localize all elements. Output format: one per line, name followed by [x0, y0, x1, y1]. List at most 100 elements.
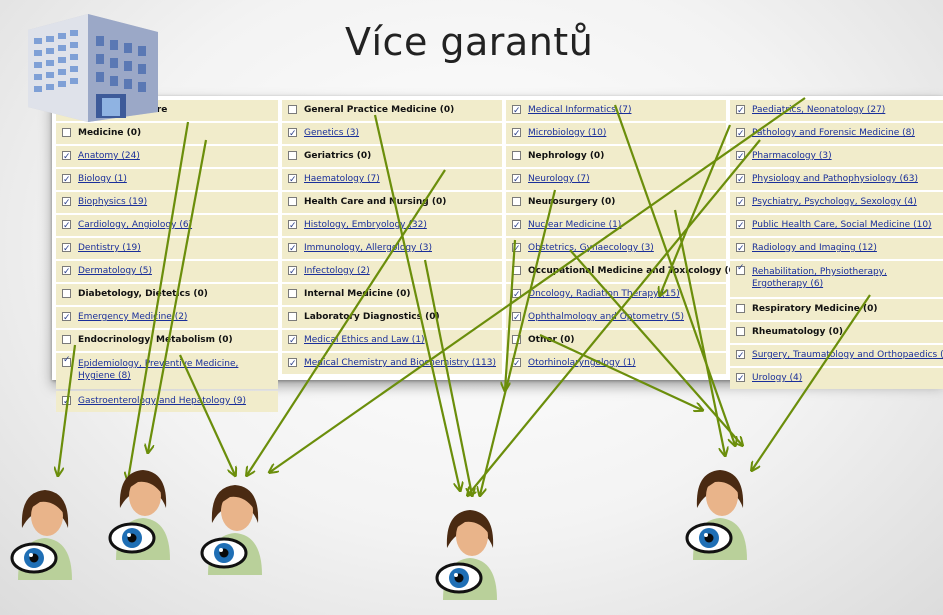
specialization-label[interactable]: Nuclear Medicine (1) — [528, 220, 622, 230]
checkbox-checked[interactable] — [736, 369, 745, 390]
specialization-item[interactable]: Diabetology, Dietetics (0) — [56, 284, 278, 305]
specialization-item[interactable]: Respiratory Medicine (0) — [730, 299, 943, 320]
specialization-label[interactable]: Radiology and Imaging (12) — [752, 243, 877, 253]
checkbox-checked[interactable] — [62, 170, 71, 191]
specialization-item[interactable]: Nuclear Medicine (1) — [506, 215, 726, 237]
specialization-label[interactable]: Epidemiology, Preventive Medicine, Hygie… — [78, 359, 239, 381]
specialization-label[interactable]: Paediatrics, Neonatology (27) — [752, 105, 886, 115]
specialization-label[interactable]: Oncology, Radiation Therapy (15) — [528, 289, 680, 299]
checkbox-unchecked[interactable] — [736, 304, 745, 313]
specialization-item[interactable]: Emergency Medicine (2) — [56, 307, 278, 329]
specialization-label[interactable]: Genetics (3) — [304, 128, 360, 138]
specialization-item[interactable]: Physiology and Pathophysiology (63) — [730, 169, 943, 191]
specialization-item[interactable]: Ophthalmology and Optometry (5) — [506, 307, 726, 329]
specialization-item[interactable]: Rehabilitation, Physiotherapy, Ergothera… — [730, 261, 943, 297]
specialization-item[interactable]: Internal Medicine (0) — [282, 284, 502, 305]
checkbox-checked[interactable] — [512, 124, 521, 145]
checkbox-unchecked[interactable] — [288, 105, 297, 114]
specialization-label[interactable]: Otorhinolaryngology (1) — [528, 358, 636, 368]
specialization-label[interactable]: Urology (4) — [752, 373, 803, 383]
specialization-item[interactable]: Surgery, Traumatology and Orthopaedics (… — [730, 345, 943, 367]
specialization-item[interactable]: Medicine (0) — [56, 123, 278, 144]
specialization-item[interactable]: Laboratory Diagnostics (0) — [282, 307, 502, 328]
checkbox-checked[interactable] — [288, 124, 297, 145]
checkbox-checked[interactable] — [736, 262, 745, 275]
specialization-label[interactable]: Anatomy (24) — [78, 151, 140, 161]
checkbox-unchecked[interactable] — [62, 335, 71, 344]
specialization-label[interactable]: Physiology and Pathophysiology (63) — [752, 174, 918, 184]
checkbox-unchecked[interactable] — [288, 151, 297, 160]
specialization-label[interactable]: Medical Ethics and Law (1) — [304, 335, 425, 345]
specialization-label[interactable]: Histology, Embryology (32) — [304, 220, 427, 230]
specialization-item[interactable]: Microbiology (10) — [506, 123, 726, 145]
checkbox-checked[interactable] — [62, 308, 71, 329]
specialization-item[interactable]: Dermatology (5) — [56, 261, 278, 283]
checkbox-checked[interactable] — [512, 170, 521, 191]
checkbox-unchecked[interactable] — [62, 289, 71, 298]
specialization-label[interactable]: Gastroenterology and Hepatology (9) — [78, 396, 246, 406]
specialization-label[interactable]: Microbiology (10) — [528, 128, 607, 138]
specialization-label[interactable]: Surgery, Traumatology and Orthopaedics (… — [752, 350, 943, 360]
specialization-item[interactable]: Paediatrics, Neonatology (27) — [730, 100, 943, 122]
checkbox-checked[interactable] — [736, 239, 745, 260]
specialization-label[interactable]: Dermatology (5) — [78, 266, 152, 276]
checkbox-checked[interactable] — [736, 124, 745, 145]
checkbox-checked[interactable] — [62, 354, 71, 367]
specialization-item[interactable]: Infectology (2) — [282, 261, 502, 283]
specialization-item[interactable]: Biology (1) — [56, 169, 278, 191]
specialization-item[interactable]: Anatomy (24) — [56, 146, 278, 168]
specialization-item[interactable]: Neurology (7) — [506, 169, 726, 191]
checkbox-checked[interactable] — [62, 239, 71, 260]
checkbox-unchecked[interactable] — [512, 151, 521, 160]
specialization-label[interactable]: Pharmacology (3) — [752, 151, 832, 161]
checkbox-checked[interactable] — [512, 308, 521, 329]
specialization-label[interactable]: Neurology (7) — [528, 174, 590, 184]
specialization-item[interactable]: Nephrology (0) — [506, 146, 726, 167]
specialization-item[interactable]: Pharmacology (3) — [730, 146, 943, 168]
checkbox-checked[interactable] — [512, 101, 521, 122]
specialization-item[interactable]: Biophysics (19) — [56, 192, 278, 214]
specialization-label[interactable]: Infectology (2) — [304, 266, 370, 276]
specialization-label[interactable]: Emergency Medicine (2) — [78, 312, 188, 322]
specialization-item[interactable]: Neurosurgery (0) — [506, 192, 726, 213]
specialization-label[interactable]: Biophysics (19) — [78, 197, 148, 207]
specialization-label[interactable]: Haematology (7) — [304, 174, 380, 184]
specialization-label[interactable]: Public Health Care, Social Medicine (10) — [752, 220, 932, 230]
specialization-item[interactable]: Otorhinolaryngology (1) — [506, 353, 726, 375]
checkbox-checked[interactable] — [512, 239, 521, 260]
specialization-label[interactable]: Dentistry (19) — [78, 243, 141, 253]
specialization-item[interactable]: Oncology, Radiation Therapy (15) — [506, 284, 726, 306]
specialization-item[interactable]: Genetics (3) — [282, 123, 502, 145]
specialization-item[interactable]: Haematology (7) — [282, 169, 502, 191]
checkbox-checked[interactable] — [736, 193, 745, 214]
checkbox-checked[interactable] — [62, 193, 71, 214]
checkbox-unchecked[interactable] — [512, 197, 521, 206]
specialization-label[interactable]: Psychiatry, Psychology, Sexology (4) — [752, 197, 917, 207]
specialization-item[interactable]: Rheumatology (0) — [730, 322, 943, 343]
specialization-item[interactable]: Public Health Care, Social Medicine (10) — [730, 215, 943, 237]
specialization-item[interactable]: Radiology and Imaging (12) — [730, 238, 943, 260]
checkbox-checked[interactable] — [512, 216, 521, 237]
checkbox-checked[interactable] — [62, 147, 71, 168]
checkbox-checked[interactable] — [62, 262, 71, 283]
specialization-label[interactable]: Medical Chemistry and Biochemistry (113) — [304, 358, 496, 368]
checkbox-checked[interactable] — [288, 262, 297, 283]
checkbox-checked[interactable] — [736, 170, 745, 191]
specialization-item[interactable]: Geriatrics (0) — [282, 146, 502, 167]
checkbox-checked[interactable] — [736, 216, 745, 237]
specialization-item[interactable]: Urology (4) — [730, 368, 943, 390]
checkbox-unchecked[interactable] — [288, 312, 297, 321]
specialization-item[interactable]: Endocrinology, Metabolism (0) — [56, 330, 278, 351]
specialization-label[interactable]: Rehabilitation, Physiotherapy, Ergothera… — [752, 267, 887, 289]
checkbox-unchecked[interactable] — [288, 197, 297, 206]
specialization-item[interactable]: Psychiatry, Psychology, Sexology (4) — [730, 192, 943, 214]
checkbox-checked[interactable] — [62, 216, 71, 237]
checkbox-unchecked[interactable] — [288, 289, 297, 298]
specialization-label[interactable]: Immunology, Allergology (3) — [304, 243, 432, 253]
specialization-label[interactable]: Cardiology, Angiology (6) — [78, 220, 193, 230]
checkbox-checked[interactable] — [288, 216, 297, 237]
checkbox-checked[interactable] — [288, 354, 297, 375]
specialization-label[interactable]: Biology (1) — [78, 174, 127, 184]
specialization-item[interactable]: Health Care and Nursing (0) — [282, 192, 502, 213]
specialization-item[interactable]: General Practice Medicine (0) — [282, 100, 502, 121]
